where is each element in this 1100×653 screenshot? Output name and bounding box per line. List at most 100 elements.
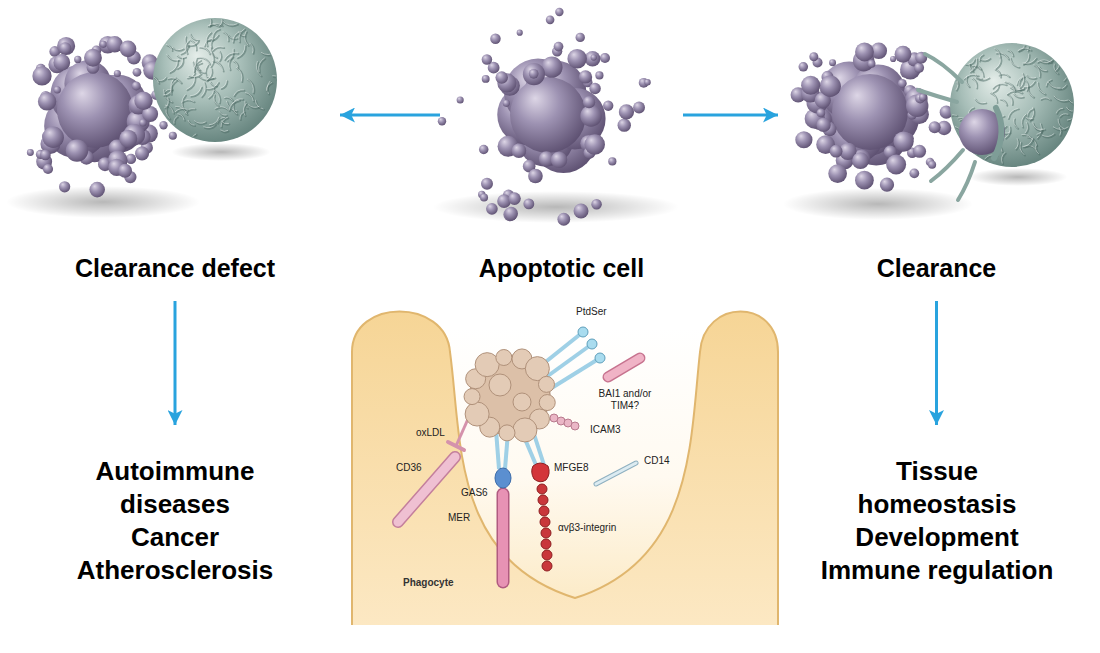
illustration-part bbox=[187, 77, 195, 90]
illustration-part bbox=[244, 31, 247, 45]
illustration-part bbox=[1026, 75, 1035, 78]
illustration-part bbox=[523, 63, 545, 85]
illustration-part bbox=[801, 76, 820, 95]
illustration-part bbox=[190, 34, 198, 40]
illustration-part bbox=[991, 93, 998, 103]
illustration-part bbox=[196, 122, 207, 125]
illustration-part bbox=[1014, 93, 1024, 97]
illustration-part bbox=[1016, 139, 1019, 149]
illustration-part bbox=[135, 146, 149, 160]
mfge8-molecule bbox=[532, 463, 549, 482]
illustration-part bbox=[100, 41, 107, 48]
illustration-part bbox=[185, 41, 188, 53]
illustration-part bbox=[996, 70, 1002, 78]
phagocyte-body bbox=[352, 312, 778, 626]
illustration-part bbox=[994, 84, 1007, 88]
illustration-part bbox=[230, 101, 240, 111]
illustration-part bbox=[149, 76, 158, 83]
illustration-part bbox=[457, 96, 464, 103]
illustration-part bbox=[969, 59, 974, 64]
illustration-part bbox=[541, 539, 551, 549]
illustration-part bbox=[1037, 82, 1044, 93]
molecule-label: BAI1 and/or TIM4? bbox=[594, 388, 656, 412]
illustration-part bbox=[222, 131, 229, 132]
illustration-part bbox=[539, 395, 555, 411]
illustration-part bbox=[1005, 82, 1015, 92]
illustration-part bbox=[880, 178, 894, 192]
illustration-part bbox=[517, 30, 523, 36]
integrin-chain bbox=[537, 484, 552, 571]
illustration-part bbox=[855, 171, 874, 190]
flow-arrow bbox=[935, 301, 938, 425]
illustration-part bbox=[541, 528, 551, 538]
illustration-part bbox=[980, 56, 984, 62]
illustration-part bbox=[595, 353, 605, 363]
illustration-part bbox=[1018, 48, 1031, 50]
illustration-part bbox=[189, 121, 195, 126]
illustration-part bbox=[178, 114, 184, 120]
illustration-part bbox=[169, 132, 177, 140]
illustration-part bbox=[538, 376, 554, 392]
illustration-part bbox=[523, 199, 534, 210]
illustration-part bbox=[224, 53, 237, 60]
illustration-part bbox=[918, 90, 957, 102]
flow-arrow bbox=[174, 301, 177, 425]
illustration-part bbox=[997, 54, 1009, 60]
outcome-item: Tissue homeostasis bbox=[842, 455, 1032, 521]
illustration-part bbox=[504, 207, 518, 221]
molecule-label: oxLDL bbox=[416, 427, 445, 439]
illustration-part bbox=[1065, 69, 1069, 82]
illustration-part bbox=[950, 115, 957, 117]
illustration-part bbox=[1009, 51, 1014, 57]
illustration-part bbox=[1020, 142, 1024, 154]
illustration-part bbox=[584, 134, 604, 154]
illustration-part bbox=[167, 46, 172, 52]
illustration-part bbox=[27, 149, 34, 156]
illustration-part bbox=[967, 77, 970, 87]
illustration-part bbox=[1035, 66, 1041, 78]
illustration-part bbox=[1026, 124, 1028, 134]
outcome-item: Cancer bbox=[50, 521, 300, 554]
illustration-part bbox=[1011, 59, 1020, 68]
illustration-part bbox=[225, 98, 233, 101]
illustration-part bbox=[175, 117, 178, 124]
illustration-part bbox=[172, 47, 183, 50]
illustration-part bbox=[783, 188, 973, 220]
illustration-part bbox=[212, 47, 223, 51]
illustration-part bbox=[38, 92, 56, 110]
illustration-part bbox=[214, 61, 224, 71]
illustration-part bbox=[554, 42, 564, 52]
illustration-part bbox=[59, 42, 71, 54]
illustration-part bbox=[603, 101, 613, 111]
illustration-part bbox=[235, 91, 245, 97]
illustration-part bbox=[179, 115, 185, 121]
illustration-part bbox=[1028, 110, 1033, 117]
illustration-part bbox=[174, 116, 177, 123]
illustration-part bbox=[251, 44, 254, 54]
illustration-part bbox=[909, 168, 919, 178]
illustration-part bbox=[219, 19, 222, 26]
illustration-part bbox=[1070, 101, 1079, 104]
illustration-part bbox=[482, 75, 490, 83]
illustration-part bbox=[480, 193, 488, 201]
illustration-part bbox=[465, 402, 489, 426]
illustration-part bbox=[994, 108, 1002, 158]
illustration-part bbox=[160, 78, 167, 81]
illustration-part bbox=[159, 121, 167, 129]
illustration-part bbox=[1054, 96, 1068, 101]
illustration-part bbox=[221, 121, 228, 124]
illustration-part bbox=[1041, 60, 1053, 63]
illustration-part bbox=[486, 203, 498, 215]
illustration-group: Clearance bbox=[778, 5, 1095, 301]
molecule-label: MFGE8 bbox=[554, 462, 588, 474]
illustration-part bbox=[579, 70, 592, 83]
illustration-part bbox=[178, 59, 184, 69]
cd14-receptor bbox=[596, 463, 636, 484]
molecule-label: GAS6 bbox=[461, 487, 488, 499]
illustration-part bbox=[537, 484, 547, 494]
illustration-part bbox=[968, 168, 1067, 186]
gas6-molecule bbox=[495, 468, 511, 488]
phagocyte-cavity bbox=[450, 328, 700, 598]
illustration-part bbox=[54, 86, 61, 93]
illustration-part bbox=[1037, 146, 1040, 155]
